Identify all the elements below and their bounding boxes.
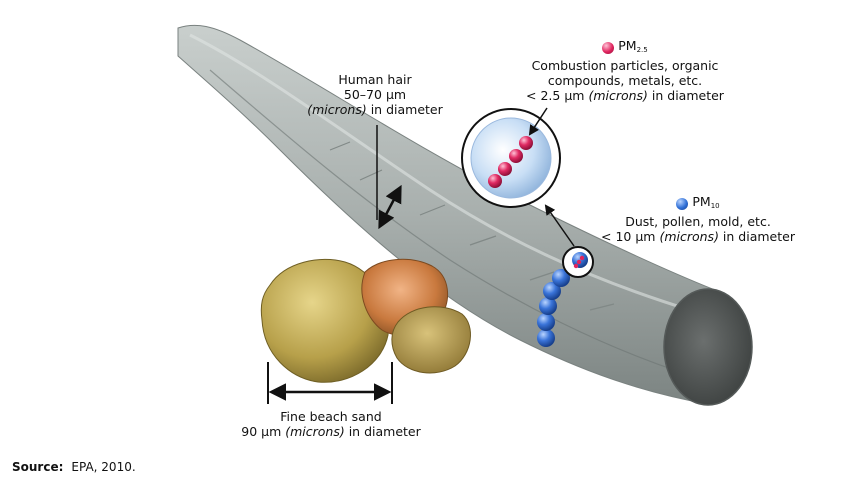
sand-label-line1: Fine beach sand [280, 409, 382, 424]
pm10-heading: PM10 [676, 194, 720, 214]
sand-dimension-arrow [267, 362, 393, 404]
zoom-pointer-arrow [544, 204, 575, 247]
hair-dimension-arrow [376, 125, 402, 230]
fine-beach-sand-grains [260, 258, 471, 383]
sand-label-line2: 90 µm (microns) in diameter [241, 424, 421, 439]
hair-label-line2: 50–70 µm [343, 87, 407, 102]
pm25-label-line3: < 2.5 µm (microns) in diameter [526, 88, 724, 103]
source-label: Source: [12, 460, 64, 474]
source-note: Source: EPA, 2010. [12, 460, 136, 474]
pm10-label-line2: < 10 µm (microns) in diameter [601, 229, 795, 244]
source-text: EPA, 2010. [71, 460, 136, 474]
pm10-label-line1: Dust, pollen, mold, etc. [625, 214, 771, 229]
pm25-dot-icon [602, 42, 615, 54]
pm25-small-circle [562, 246, 594, 278]
human-hair-label: Human hair 50–70 µm (microns) in diamete… [300, 72, 450, 117]
pm10-label: PM10 Dust, pollen, mold, etc. < 10 µm (m… [578, 194, 818, 244]
hair-label-line1: Human hair [338, 72, 412, 87]
pm25-label-line2: compounds, metals, etc. [547, 73, 703, 88]
pm25-zoom-circle [461, 108, 561, 208]
pm10-dot-icon [676, 198, 689, 210]
pm10-particle-chain [537, 269, 570, 347]
human-hair-strand [177, 24, 753, 406]
pm25-heading: PM2.5 [602, 38, 648, 58]
fine-beach-sand-label: Fine beach sand 90 µm (microns) in diame… [218, 409, 444, 439]
pm25-label-arrow [528, 107, 548, 136]
hair-label-line3: (microns) in diameter [307, 102, 443, 117]
hair-cross-section [663, 288, 753, 406]
pm25-label: PM2.5 Combustion particles, organic comp… [505, 38, 745, 103]
pm25-label-line1: Combustion particles, organic [531, 58, 719, 73]
